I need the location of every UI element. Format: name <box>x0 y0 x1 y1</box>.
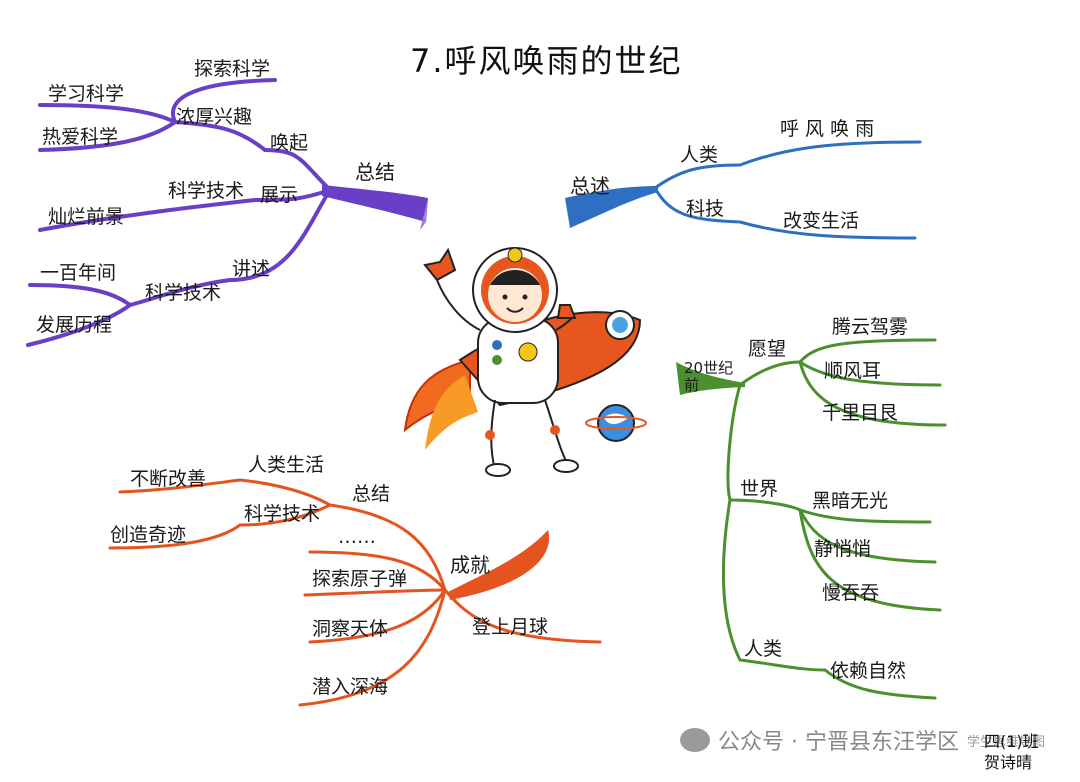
orange-root-label: 成就 <box>450 553 490 577</box>
orange-b-leaf: 创造奇迹 <box>110 524 187 546</box>
purple-a-leaf-3: 热爱科学 <box>42 126 119 148</box>
orange-a-leaf: 不断改善 <box>130 468 207 490</box>
astronaut-illustration <box>403 247 647 477</box>
green-b-leaf-2: 静悄悄 <box>814 538 872 560</box>
purple-a-leaf-2: 学习科学 <box>48 83 125 105</box>
orange-item-3: 洞察天体 <box>312 618 389 640</box>
blue-a-leaf: 呼 风 唤 雨 <box>780 118 875 140</box>
green-c-leaf-1: 依赖自然 <box>830 660 907 682</box>
green-b-leaf-3: 慢吞吞 <box>822 582 880 604</box>
orange-item-2: 探索原子弹 <box>312 568 408 590</box>
green-root-flag <box>676 362 745 395</box>
purple-c-label: 讲述 <box>232 258 271 280</box>
orange-item-1: …… <box>338 526 376 548</box>
orange-a-label: 人类生活 <box>248 454 325 476</box>
purple-a-leaf-1: 探索科学 <box>194 58 271 80</box>
blue-branch-lines <box>653 140 922 240</box>
watermark: 公众号 · 宁晋县东汪学区 学生思维导图 <box>680 724 1045 756</box>
orange-item-4: 潜入深海 <box>312 676 389 698</box>
purple-root-flag <box>322 185 428 222</box>
blue-root-flag <box>565 186 658 228</box>
purple-c-mid: 科学技术 <box>145 282 222 304</box>
watermark-sub: 学生思维导图 <box>966 734 1045 750</box>
orange-summary-label: 总结 <box>352 483 391 505</box>
green-a-leaf-2: 顺风耳 <box>824 360 882 382</box>
green-root-label: 20世纪前 <box>684 359 734 395</box>
author-name: 贺诗晴 <box>984 752 1033 772</box>
green-c-label: 人类 <box>744 638 783 660</box>
purple-root-label: 总结 <box>355 160 395 184</box>
green-branch-lines <box>721 338 947 700</box>
orange-root-flag <box>448 530 550 600</box>
blue-root-label: 总述 <box>570 174 610 198</box>
wechat-icon <box>680 728 710 752</box>
purple-a-mid: 浓厚兴趣 <box>176 106 253 128</box>
page-title: 7.呼风唤雨的世纪 <box>410 42 683 80</box>
green-a-leaf-1: 腾云驾雾 <box>832 316 909 338</box>
author-block: 四(1)班 贺诗晴 <box>984 732 1039 774</box>
purple-a-label: 唤起 <box>270 132 309 154</box>
purple-b-label: 展示 <box>260 184 299 206</box>
watermark-text: 公众号 · 宁晋县东汪学区 <box>718 730 959 755</box>
blue-b-label: 科技 <box>686 198 725 220</box>
purple-b-leaf-1: 灿烂前景 <box>48 206 125 228</box>
green-b-label: 世界 <box>740 478 779 500</box>
purple-root-tip <box>420 198 428 230</box>
green-a-leaf-3: 千里目艮 <box>822 402 899 424</box>
author-class: 四(1)班 <box>984 732 1039 751</box>
green-a-label: 愿望 <box>748 338 787 360</box>
purple-b-mid: 科学技术 <box>168 180 245 202</box>
purple-c-leaf-2: 发展历程 <box>36 314 113 336</box>
blue-b-leaf: 改变生活 <box>783 210 860 232</box>
orange-b-label: 科学技术 <box>244 503 321 525</box>
orange-right-item: 登上月球 <box>472 616 549 638</box>
green-b-leaf-1: 黑暗无光 <box>812 490 889 512</box>
blue-a-label: 人类 <box>680 144 719 166</box>
purple-c-leaf-1: 一百年间 <box>40 262 117 284</box>
orange-branch-lines <box>108 478 602 707</box>
